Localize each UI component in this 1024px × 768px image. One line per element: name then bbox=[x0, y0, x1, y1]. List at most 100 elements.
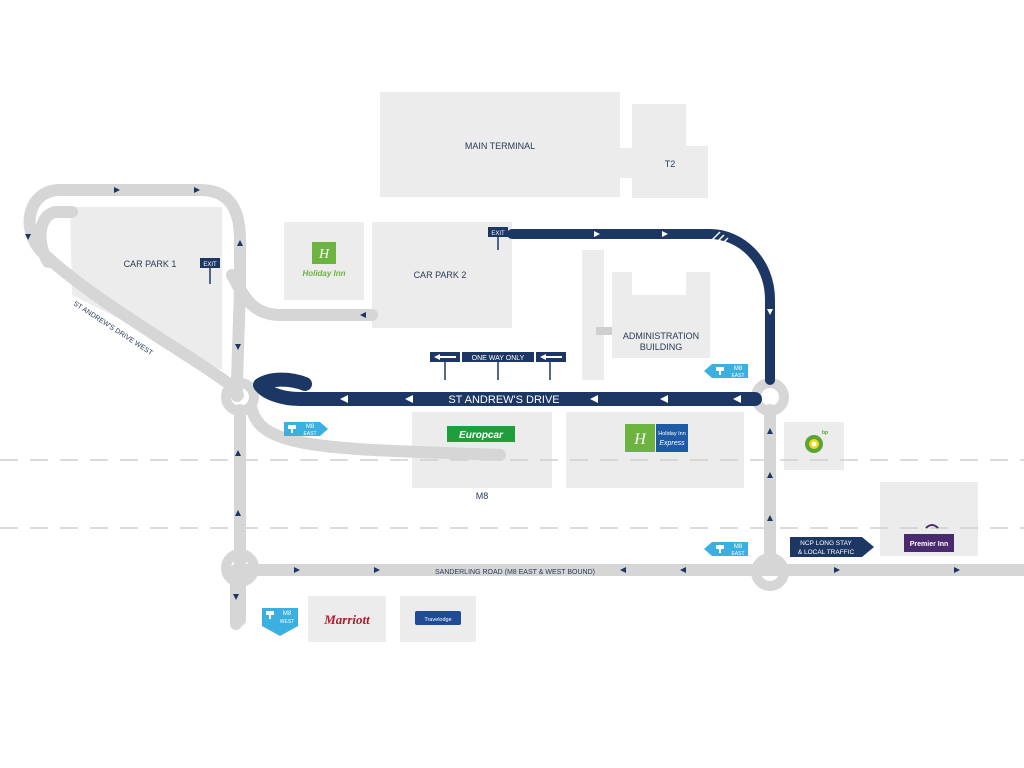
t2-building bbox=[632, 146, 708, 198]
svg-text:EAST: EAST bbox=[303, 431, 316, 437]
svg-text:M8: M8 bbox=[734, 366, 743, 372]
exit-sign-car-park-2 bbox=[488, 227, 508, 237]
arrow-grey-11 bbox=[680, 567, 686, 573]
motorway-sign-1: M8 EAST bbox=[704, 364, 748, 379]
car-park-2-label: CAR PARK 2 bbox=[414, 270, 467, 280]
arrow-grey-3 bbox=[235, 510, 241, 516]
t2-label: T2 bbox=[665, 159, 676, 169]
car-park-1-building bbox=[70, 207, 222, 370]
bp-logo: bp bbox=[805, 430, 828, 453]
exit-text-2: EXIT bbox=[491, 231, 505, 237]
car-park-1-inner-road bbox=[34, 206, 78, 268]
svg-text:Holiday Inn: Holiday Inn bbox=[658, 431, 686, 437]
arrow-west-1 bbox=[340, 395, 348, 403]
roundabout-south-east bbox=[751, 553, 789, 591]
map-labels: MAIN TERMINAL T2 CAR PARK 1 CAR PARK 2 A… bbox=[72, 141, 699, 576]
holiday-inn-express-h-icon bbox=[625, 424, 655, 452]
arrow-south-1 bbox=[767, 309, 773, 315]
grey-road-arrows bbox=[25, 187, 960, 600]
motorway-sign-4: M8 WEST bbox=[262, 608, 298, 636]
arrow-east-1 bbox=[594, 231, 600, 237]
one-way-signs: ONE WAY ONLY bbox=[430, 352, 566, 380]
arrow-grey-13 bbox=[954, 567, 960, 573]
premier-inn-moon-icon bbox=[925, 524, 939, 529]
exit-signs: EXIT EXIT bbox=[200, 227, 508, 284]
motorway-sign-2: M8 EAST bbox=[284, 422, 328, 437]
svg-text:H: H bbox=[318, 247, 330, 262]
roundabout-west bbox=[221, 378, 259, 416]
svg-text:Holiday Inn: Holiday Inn bbox=[302, 269, 345, 278]
svg-text:Express: Express bbox=[659, 440, 685, 447]
svg-text:Marriott: Marriott bbox=[323, 612, 370, 627]
arrow-grey-18 bbox=[360, 312, 366, 318]
arrow-east-2 bbox=[662, 231, 668, 237]
svg-text:M8: M8 bbox=[306, 424, 315, 430]
arrow-grey-9 bbox=[374, 567, 380, 573]
svg-text:H: H bbox=[633, 431, 647, 448]
holiday-inn-h-icon bbox=[312, 242, 336, 264]
m8-label: M8 bbox=[476, 491, 489, 501]
roundabout-south-west bbox=[221, 549, 259, 587]
arrow-grey-10 bbox=[620, 567, 626, 573]
holiday-inn-access-road bbox=[226, 269, 378, 321]
arrow-grey-12 bbox=[834, 567, 840, 573]
svg-text:Premier Inn: Premier Inn bbox=[910, 541, 949, 548]
arrow-grey-7 bbox=[233, 594, 239, 600]
m8-east-slip-road bbox=[246, 404, 506, 461]
arrow-grey-2 bbox=[235, 450, 241, 456]
svg-text:Europcar: Europcar bbox=[459, 430, 504, 441]
st-andrews-drive-road bbox=[253, 372, 762, 406]
admin-connector bbox=[596, 327, 612, 335]
europcar-logo: Europcar bbox=[447, 426, 515, 442]
zebra-crossing bbox=[711, 231, 729, 247]
arrow-west-2 bbox=[405, 395, 413, 403]
motorway-sign-3: M8 EAST bbox=[704, 542, 748, 557]
arrow-grey-8 bbox=[294, 567, 300, 573]
ncp-line-1: NCP LONG STAY bbox=[800, 540, 852, 547]
arrow-west-5 bbox=[733, 395, 741, 403]
exit-text-1: EXIT bbox=[203, 262, 217, 268]
main-terminal-label: MAIN TERMINAL bbox=[465, 141, 535, 151]
car-park-1-label: CAR PARK 1 bbox=[124, 259, 177, 269]
car-park-2-building bbox=[372, 222, 512, 328]
marriott-logo: Marriott bbox=[323, 612, 370, 627]
arrow-grey-15 bbox=[194, 187, 200, 193]
marriott-building bbox=[308, 596, 386, 642]
svg-text:EAST: EAST bbox=[731, 551, 744, 557]
terminal-exit-road bbox=[507, 229, 775, 385]
ncp-long-stay-sign: NCP LONG STAY & LOCAL TRAFFIC bbox=[790, 537, 874, 557]
arrow-west-3 bbox=[590, 395, 598, 403]
holiday-inn-express-logo: H Holiday Inn Express bbox=[625, 424, 688, 452]
arrow-grey-17 bbox=[237, 240, 243, 246]
premier-inn-logo: Premier Inn bbox=[904, 524, 954, 552]
one-way-only-text: ONE WAY ONLY bbox=[472, 355, 525, 362]
grey-roads bbox=[23, 184, 1024, 630]
arrow-west-4 bbox=[660, 395, 668, 403]
svg-text:EAST: EAST bbox=[731, 373, 744, 379]
ncp-line-2: & LOCAL TRAFFIC bbox=[798, 549, 855, 556]
arrow-grey-16 bbox=[25, 234, 31, 240]
navy-roads bbox=[253, 229, 775, 406]
arrow-grey-4 bbox=[767, 428, 773, 434]
arrow-grey-1 bbox=[235, 344, 241, 350]
travelodge-logo: Travelodge bbox=[415, 611, 461, 625]
svg-text:Travelodge: Travelodge bbox=[424, 617, 451, 623]
holiday-inn-logo: H Holiday Inn bbox=[302, 242, 346, 278]
admin-side-wing bbox=[582, 250, 604, 380]
arrow-grey-6 bbox=[767, 515, 773, 521]
arrow-grey-5 bbox=[767, 472, 773, 478]
building-label: BUILDING bbox=[640, 342, 683, 352]
arrow-grey-14 bbox=[114, 187, 120, 193]
main-terminal-building bbox=[380, 92, 620, 197]
one-way-only-sign bbox=[462, 352, 534, 362]
administration-building bbox=[612, 272, 710, 358]
administration-label: ADMINISTRATION bbox=[623, 331, 699, 341]
car-park-1-loop-road bbox=[23, 184, 246, 402]
svg-text:bp: bp bbox=[822, 430, 828, 436]
svg-text:M8: M8 bbox=[734, 544, 743, 550]
sanderling-road-label: SANDERLING ROAD (M8 EAST & WEST BOUND) bbox=[435, 569, 595, 576]
st-andrews-drive-label: ST ANDREW'S DRIVE bbox=[448, 394, 559, 406]
direction-arrows bbox=[340, 231, 773, 403]
m8-motorway-lines bbox=[0, 459, 1024, 529]
